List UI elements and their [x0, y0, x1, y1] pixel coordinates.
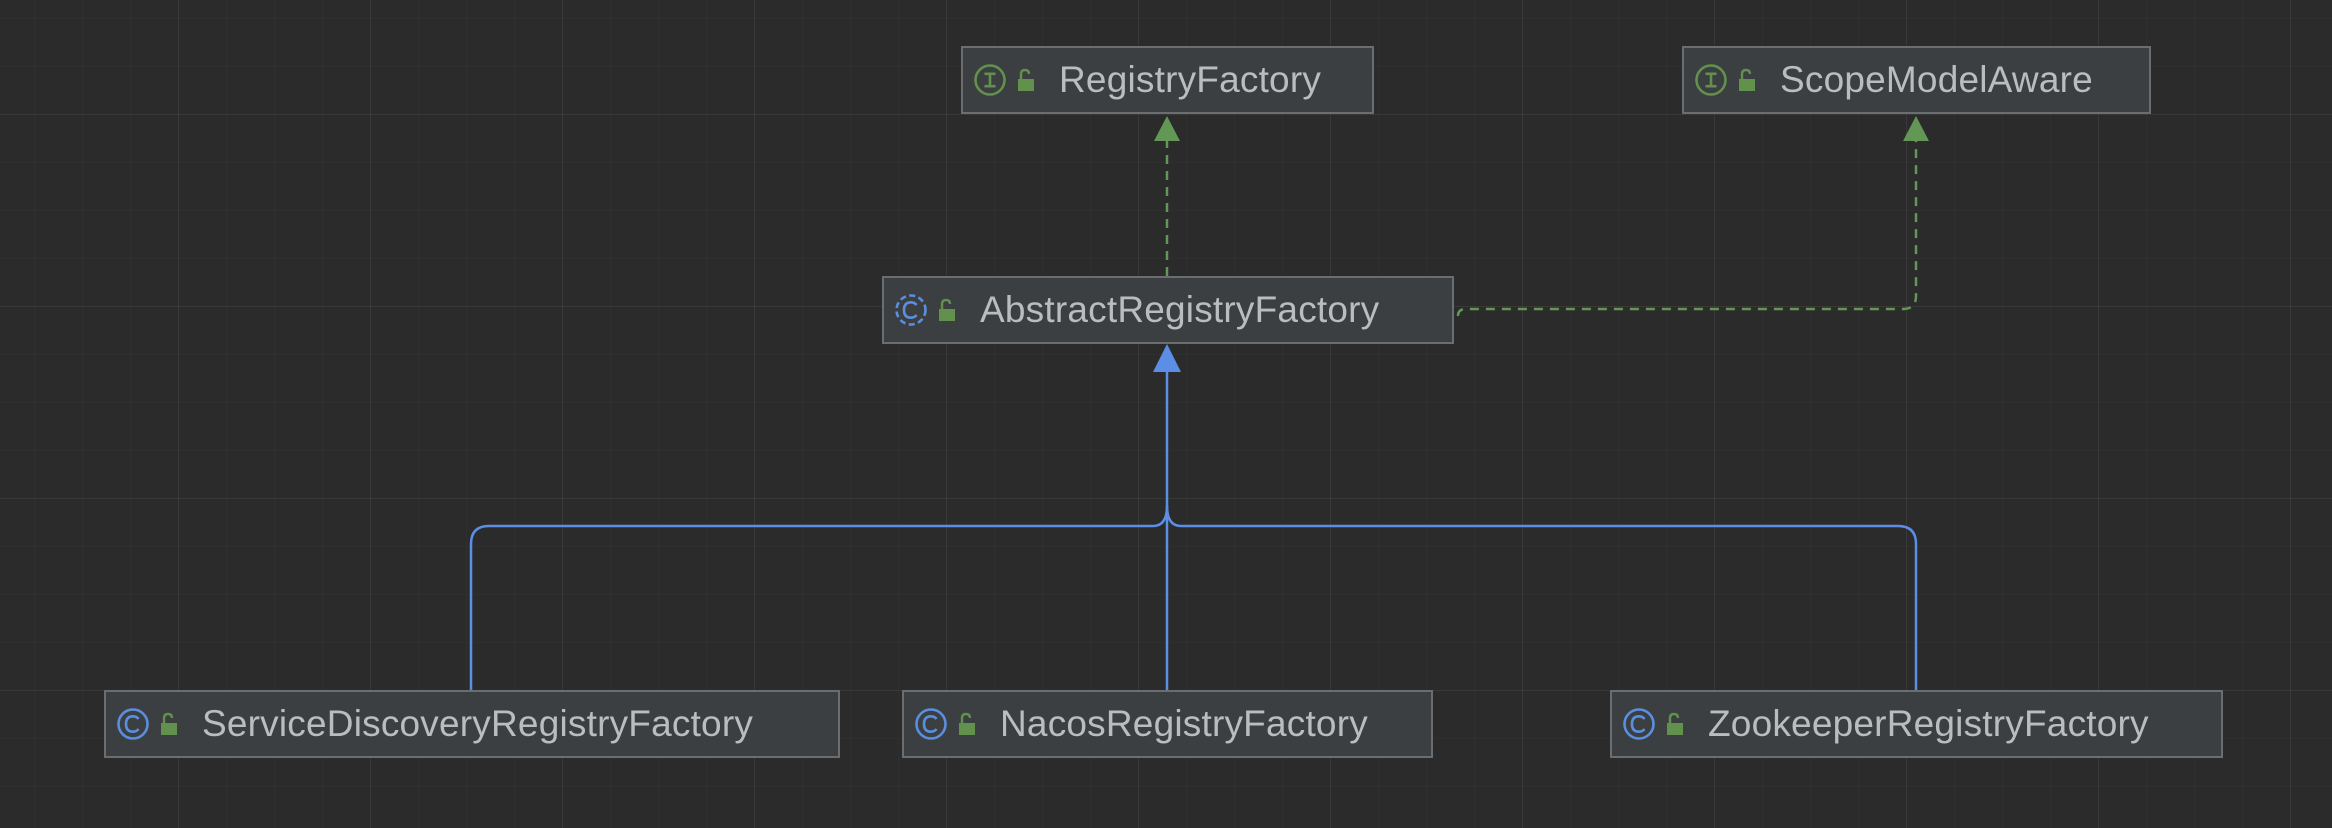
- interface-icon: [1695, 64, 1727, 96]
- node-registry-factory[interactable]: RegistryFactory: [961, 46, 1374, 114]
- node-zookeeper-registry-factory[interactable]: ZookeeperRegistryFactory: [1610, 690, 2223, 758]
- class-icon: [117, 708, 149, 740]
- arrowhead-abstract-registry-factory: [1153, 344, 1181, 372]
- node-label: RegistryFactory: [1059, 59, 1322, 100]
- arrowhead-scope-model-aware: [1903, 116, 1929, 141]
- unlock-icon: [161, 712, 177, 735]
- node-label: ServiceDiscoveryRegistryFactory: [202, 703, 754, 744]
- node-label: NacosRegistryFactory: [1000, 703, 1368, 744]
- node-service-discovery-registry-factory[interactable]: ServiceDiscoveryRegistryFactory: [104, 690, 840, 758]
- interface-icon: [974, 64, 1006, 96]
- arrowhead-registry-factory: [1154, 116, 1180, 141]
- unlock-icon: [959, 712, 975, 735]
- node-label: ScopeModelAware: [1780, 59, 2093, 100]
- unlock-icon: [1018, 68, 1034, 91]
- node-scope-model-aware[interactable]: ScopeModelAware: [1682, 46, 2151, 114]
- node-abstract-registry-factory[interactable]: AbstractRegistryFactory: [882, 276, 1454, 344]
- abstract-class-icon: [895, 294, 927, 326]
- unlock-icon: [1739, 68, 1755, 91]
- class-icon: [915, 708, 947, 740]
- edge-extends-zookeeper: [1165, 505, 1918, 690]
- class-icon: [1623, 708, 1655, 740]
- unlock-icon: [939, 298, 955, 321]
- node-nacos-registry-factory[interactable]: NacosRegistryFactory: [902, 690, 1433, 758]
- unlock-icon: [1667, 712, 1683, 735]
- node-label: ZookeeperRegistryFactory: [1708, 703, 2149, 744]
- edge-implements-scope-model-aware: [1456, 140, 1918, 317]
- edge-extends-service-discovery: [469, 505, 1169, 690]
- node-label: AbstractRegistryFactory: [980, 289, 1380, 330]
